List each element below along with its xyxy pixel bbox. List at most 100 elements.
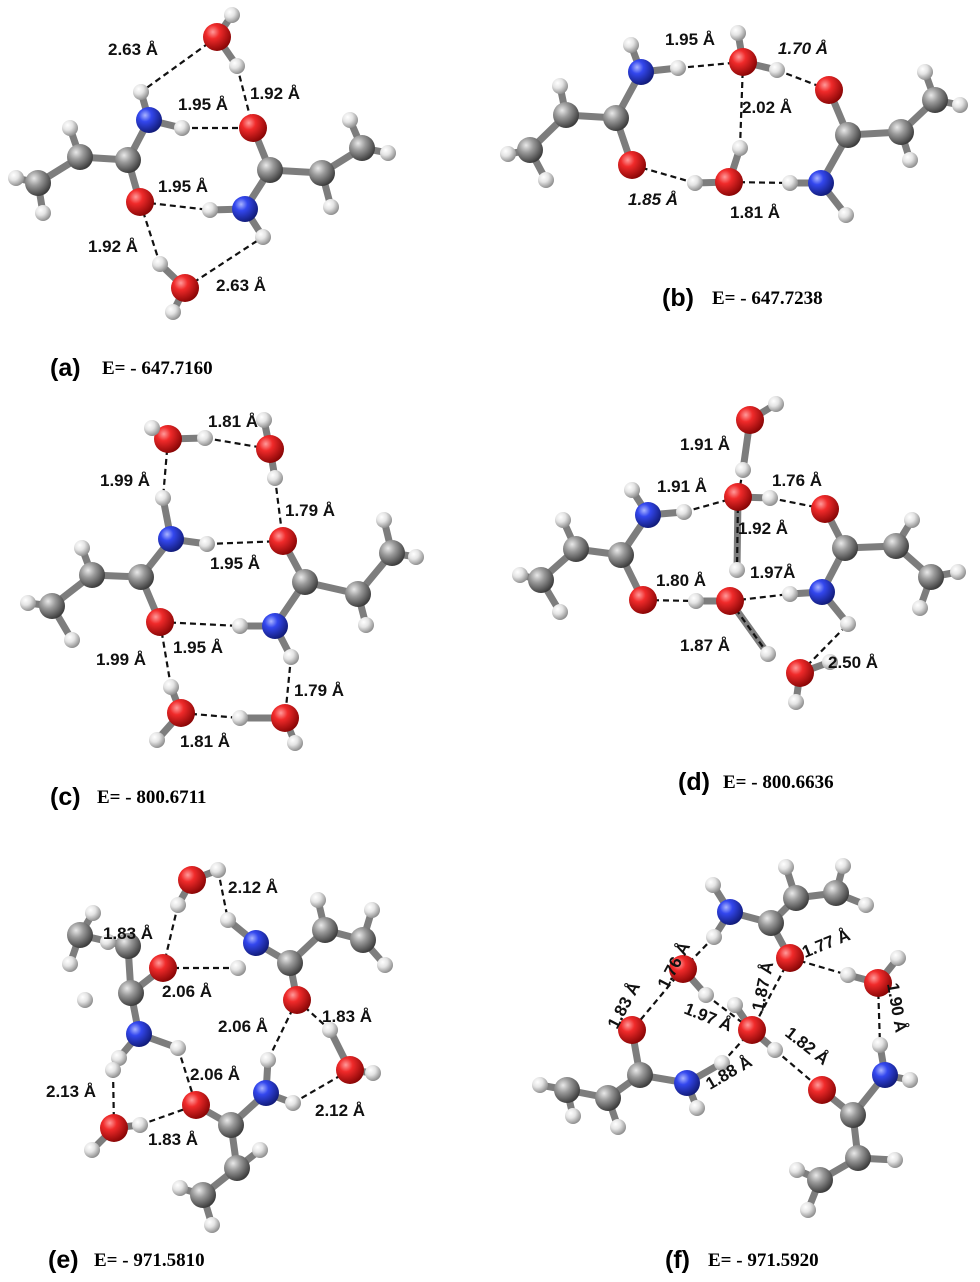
carbon-atom	[115, 933, 141, 959]
hydrogen-atom	[255, 229, 271, 245]
carbon-atom	[840, 1102, 866, 1128]
hydrogen-atom	[769, 62, 785, 78]
carbon-atom	[554, 1077, 580, 1103]
distance-label: 1.81 Å	[180, 732, 230, 751]
oxygen-atom	[776, 944, 804, 972]
carbon-atom	[224, 1155, 250, 1181]
panel-label: (b)	[662, 284, 694, 312]
hydrogen-atom	[163, 679, 179, 695]
hydrogen-atom	[155, 490, 171, 506]
distance-label: 1.91 Å	[680, 435, 730, 454]
hydrogen-atom	[204, 1217, 220, 1233]
distance-label: 1.95 Å	[158, 177, 208, 196]
hydrogen-atom	[408, 549, 424, 565]
nitrogen-atom	[232, 196, 258, 222]
hydrogen-bond-dashed-line	[642, 598, 697, 603]
carbon-atom	[553, 102, 579, 128]
hydrogen-bond-dashed-line	[296, 999, 331, 1031]
nitrogen-atom	[717, 899, 743, 925]
energy-value: E= - 647.7160	[102, 358, 213, 379]
distance-label: 1.97Å	[750, 563, 795, 582]
carbon-atom	[292, 569, 318, 595]
hydrogen-atom	[727, 997, 743, 1013]
hydrogen-atom	[152, 256, 168, 272]
carbon-atom	[349, 135, 375, 161]
distance-label: 2.13 Å	[46, 1082, 96, 1101]
energy-value: E= - 971.5810	[94, 1250, 205, 1271]
oxygen-atom	[336, 1056, 364, 1084]
distance-label: 1.90 Å	[883, 981, 910, 1034]
carbon-atom	[190, 1182, 216, 1208]
panel-label: (e)	[48, 1246, 79, 1274]
distance-label: 1.87 Å	[680, 636, 730, 655]
carbon-atom	[115, 147, 141, 173]
oxygen-atom	[786, 659, 814, 687]
hydrogen-atom	[260, 1052, 276, 1068]
oxygen-atom	[715, 168, 743, 196]
carbon-atom	[528, 567, 554, 593]
oxygen-atom	[126, 188, 154, 216]
nitrogen-atom	[872, 1062, 898, 1088]
hydrogen-atom	[100, 934, 116, 950]
distance-label: 1.83 Å	[103, 924, 153, 943]
hydrogen-atom	[800, 1202, 816, 1218]
hydrogen-atom	[687, 175, 703, 191]
nitrogen-atom	[243, 930, 269, 956]
hydrogen-atom	[730, 25, 746, 41]
oxygen-atom	[146, 608, 174, 636]
distance-label: 2.63 Å	[108, 40, 158, 59]
distance-label: 2.06 Å	[190, 1065, 240, 1084]
energy-value: E= - 800.6711	[97, 787, 207, 808]
hydrogen-atom	[85, 905, 101, 921]
carbon-atom	[627, 1062, 653, 1088]
hydrogen-atom	[676, 504, 692, 520]
energy-value: E= - 971.5920	[708, 1250, 819, 1271]
hydrogen-atom	[902, 1072, 918, 1088]
labels-layer: 2.63 Å 1.95 Å 1.92 Å 1.95 Å 1.92 Å 2.63 …	[46, 30, 910, 1274]
hydrogen-atom	[624, 482, 640, 498]
hydrogen-atom	[822, 654, 838, 670]
oxygen-atom	[203, 23, 231, 51]
oxygen-atom	[171, 274, 199, 302]
oxygen-atom	[738, 1016, 766, 1044]
hydrogen-atom	[111, 1050, 127, 1066]
hydrogen-atom	[500, 146, 516, 162]
oxygen-atom	[283, 986, 311, 1014]
nitrogen-atom	[158, 526, 184, 552]
hydrogen-atom	[767, 1042, 783, 1058]
oxygen-atom	[271, 704, 299, 732]
hydrogen-atom	[364, 902, 380, 918]
hydrogen-atom	[835, 858, 851, 874]
hydrogen-atom	[950, 564, 966, 580]
carbon-atom	[517, 137, 543, 163]
hydrogen-atom	[735, 462, 751, 478]
hydrogen-atom	[778, 859, 794, 875]
hydrogen-atom	[202, 202, 218, 218]
carbon-atom	[128, 564, 154, 590]
hydrogen-atom	[555, 512, 571, 528]
hydrogen-atom	[133, 84, 149, 100]
distance-label: 1.88 Å	[703, 1052, 756, 1094]
carbon-atom	[888, 119, 914, 145]
hydrogen-atom	[887, 1152, 903, 1168]
carbon-atom	[845, 1145, 871, 1171]
hydrogen-atom	[670, 60, 686, 76]
nitrogen-atom	[628, 59, 654, 85]
hydrogen-atom	[789, 1162, 805, 1178]
distance-label: 1.92 Å	[250, 84, 300, 103]
oxygen-atom	[669, 955, 697, 983]
distance-label: 1.95 Å	[173, 638, 223, 657]
panel-d: 1.91 Å 1.91 Å 1.76 Å 1.92 Å 1.80 Å 1.97Å…	[656, 435, 878, 796]
oxygen-atom	[736, 406, 764, 434]
hydrogen-atom	[285, 1095, 301, 1111]
carbon-atom	[595, 1085, 621, 1111]
hydrogen-atom	[552, 78, 568, 94]
hydrogen-atom	[172, 1180, 188, 1196]
hydrogen-atom	[232, 618, 248, 634]
carbon-atom	[835, 122, 861, 148]
hydrogen-atom	[220, 912, 236, 928]
panel-b: 1.95 Å 1.70 Å 2.02 Å 1.85 Å 1.81 Å (b) E…	[628, 30, 828, 312]
carbon-atom	[345, 581, 371, 607]
distance-label: 1.87 Å	[748, 960, 777, 1013]
oxygen-atom	[100, 1114, 128, 1142]
